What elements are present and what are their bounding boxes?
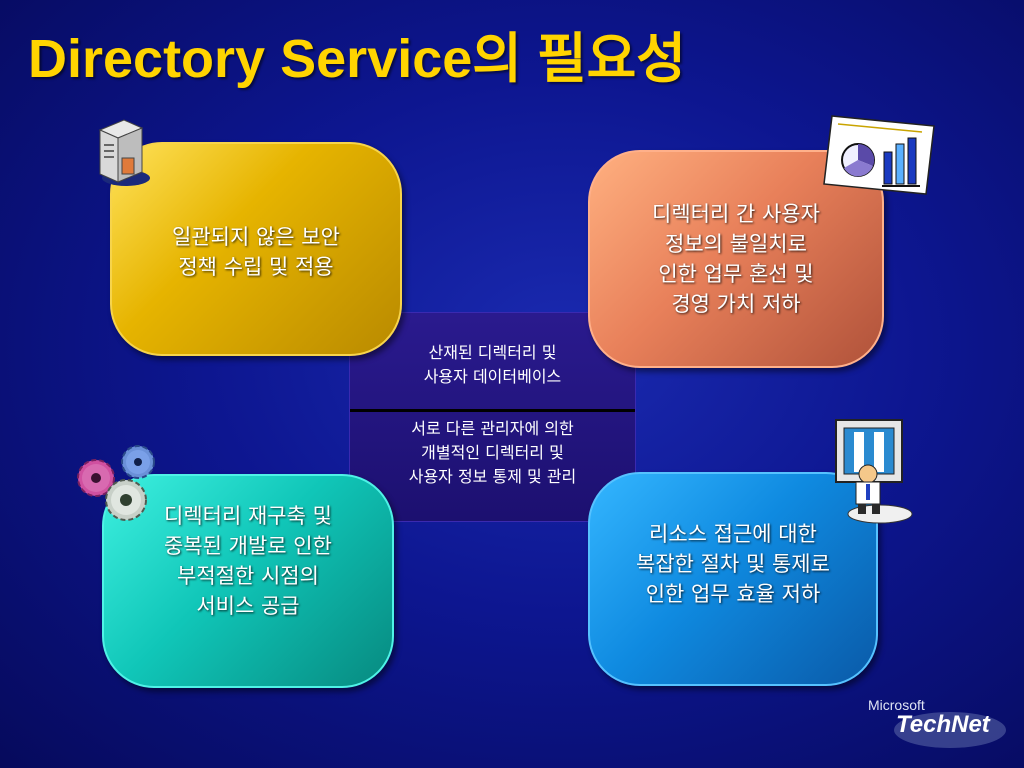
chart-document-icon (823, 115, 935, 195)
slide-title: Directory Service의 필요성 (28, 29, 686, 89)
gears-icon (77, 445, 155, 521)
center-box: 산재된 디렉터리 및 사용자 데이터베이스 서로 다른 관리자에 의한 개별적인… (349, 312, 636, 522)
card-security-policy-text: 일관되지 않은 보안 정책 수립 및 적용 (172, 225, 340, 279)
center-top-text: 산재된 디렉터리 및 사용자 데이터베이스 (423, 343, 562, 386)
card-redundant-development-text: 디렉터리 재구축 및 중복된 개발로 인한 부적절한 시점의 서비스 공급 (164, 504, 332, 618)
card-resource-access: 리소스 접근에 대한 복잡한 절차 및 통제로 인한 업무 효율 저하 (588, 472, 878, 686)
center-bottom-text: 서로 다른 관리자에 의한 개별적인 디렉터리 및 사용자 정보 통제 및 관리 (408, 419, 577, 486)
card-user-info-mismatch: 디렉터리 간 사용자 정보의 불일치로 인한 업무 혼선 및 경영 가치 저하 (588, 150, 884, 368)
technet-logo: Microsoft TechNet (868, 697, 1006, 748)
logo-microsoft-text: Microsoft (868, 697, 925, 713)
server-icon (98, 119, 150, 186)
card-security-policy: 일관되지 않은 보안 정책 수립 및 적용 (110, 142, 402, 356)
card-user-info-mismatch-text: 디렉터리 간 사용자 정보의 불일치로 인한 업무 혼선 및 경영 가치 저하 (652, 202, 820, 316)
center-divider (350, 409, 635, 412)
person-at-computer-icon (835, 419, 913, 524)
card-redundant-development: 디렉터리 재구축 및 중복된 개발로 인한 부적절한 시점의 서비스 공급 (102, 474, 394, 688)
card-resource-access-text: 리소스 접근에 대한 복잡한 절차 및 통제로 인한 업무 효율 저하 (636, 522, 830, 606)
logo-technet-text: TechNet (896, 711, 991, 738)
